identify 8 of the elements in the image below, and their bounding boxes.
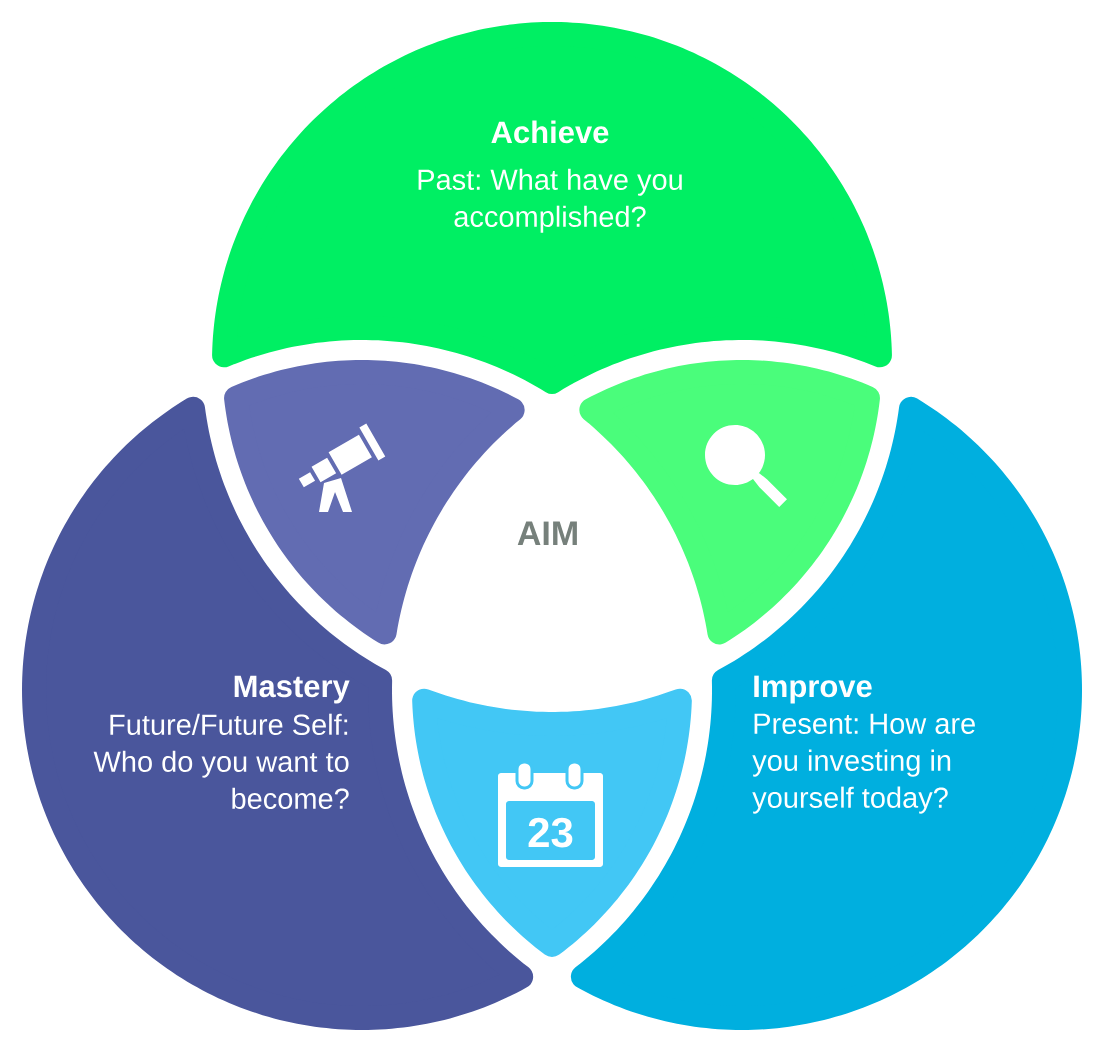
- heading: Improve: [754, 675, 872, 704]
- heading: Mastery: [234, 675, 350, 704]
- description: Present: How are you investing in yourself today?: [752, 713, 975, 814]
- date-number: 23: [528, 817, 573, 848]
- center-label: AIM: [517, 521, 577, 545]
- heading: Achieve: [491, 120, 609, 144]
- description: Future/Future Self: Who do you want to become?: [93, 713, 349, 809]
- description: Past: What have you accomplished?: [418, 168, 682, 233]
